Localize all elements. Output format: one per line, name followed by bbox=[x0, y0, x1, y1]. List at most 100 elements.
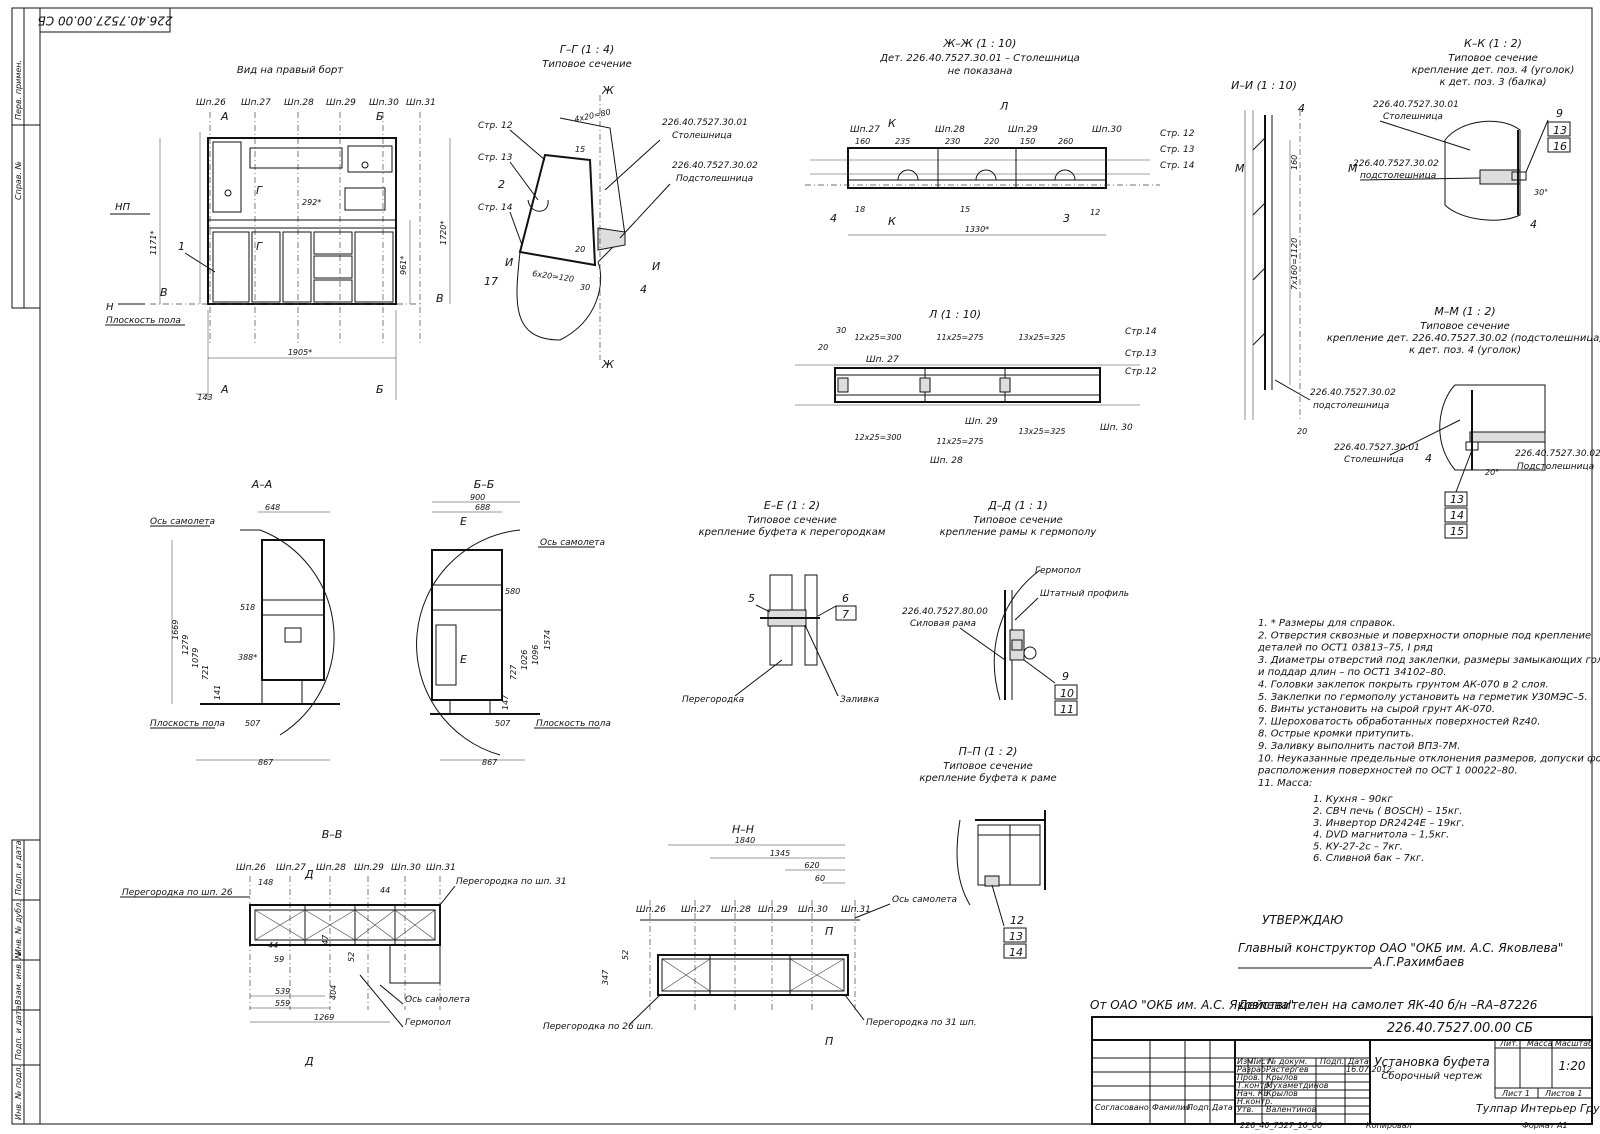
ee-title: Е–Е (1 : 2) bbox=[764, 499, 820, 512]
l-dim-11x25-top: 11х25=275 bbox=[936, 333, 983, 342]
zhzh-label-k-bot: К bbox=[888, 215, 897, 228]
mm-label-undertop: Подстолешница bbox=[1517, 462, 1594, 472]
side-stamp-2: Справ. № bbox=[14, 161, 23, 200]
rb-dim-1720: 1720* bbox=[439, 221, 448, 245]
rb-label-a-top: А bbox=[220, 110, 229, 123]
aa-dim-388: 388* bbox=[238, 653, 257, 662]
l-dim-12x25-top: 12х25=300 bbox=[854, 333, 901, 342]
note-line-4: и поддар длин – по ОСТ1 34102–80. bbox=[1258, 667, 1447, 678]
gg-label-tabletop: Столешница bbox=[672, 131, 732, 141]
aa-dim-507: 507 bbox=[245, 719, 261, 728]
gg-dim-20: 20 bbox=[575, 245, 585, 254]
view-pp: П–П (1 : 2) Типовое сечение крепление бу… bbox=[919, 745, 1056, 959]
bb-dim-580: 580 bbox=[505, 587, 520, 596]
nn-dim-620: 620 bbox=[804, 861, 819, 870]
zhzh-frame-27: Шп.27 bbox=[850, 125, 880, 135]
gg-label-4: 4 bbox=[640, 283, 647, 296]
nn-frame-2: Шп.28 bbox=[721, 905, 751, 915]
kk-title: К–К (1 : 2) bbox=[1464, 37, 1522, 50]
aa-dim-141: 141 bbox=[213, 685, 222, 700]
kk-dim-30deg: 30° bbox=[1534, 188, 1548, 197]
tb-sign: Подп. bbox=[1187, 1103, 1211, 1112]
rb-label-1: 1 bbox=[178, 240, 185, 253]
kk-label-part-01: 226.40.7527.30.01 bbox=[1373, 100, 1459, 110]
vv-label-part31: Перегородка по шп. 31 bbox=[456, 877, 567, 887]
dd-label-profile: Штатный профиль bbox=[1040, 589, 1129, 599]
zhzh-subtitle2: не показана bbox=[948, 66, 1013, 77]
rb-label-a-bot: А bbox=[220, 383, 229, 396]
bb-dim-727: 727 bbox=[509, 664, 518, 680]
vv-label-d-top: Д bbox=[304, 868, 314, 881]
l-frame-30: Шп. 30 bbox=[1100, 423, 1133, 433]
tb-footer-mid: Копировал bbox=[1366, 1121, 1412, 1130]
mm-title: М–М (1 : 2) bbox=[1434, 305, 1495, 318]
ii-label-part: 226.40.7527.30.02 bbox=[1310, 388, 1396, 398]
tb-rh-list: Лист bbox=[1249, 1057, 1271, 1066]
gg-title: Г–Г (1 : 4) bbox=[560, 43, 615, 56]
nn-dim-52: 52 bbox=[621, 950, 630, 960]
vv-label-hermo: Гермопол bbox=[405, 1018, 451, 1028]
zhzh-dim-12: 12 bbox=[1090, 208, 1100, 217]
rb-dim-143: 143 bbox=[197, 393, 212, 402]
approval-heading: УТВЕРЖДАЮ bbox=[1262, 913, 1343, 927]
gg-label-part-01: 226.40.7527.30.01 bbox=[662, 118, 748, 128]
note-line-8: 7. Шероховатость обработанных поверхност… bbox=[1258, 715, 1540, 727]
kk-label-16: 16 bbox=[1553, 140, 1567, 153]
rb-dim-1171: 1171* bbox=[149, 231, 158, 255]
note-line-13: 11. Масса: bbox=[1258, 778, 1312, 789]
zhzh-label-str12: Стр. 12 bbox=[1160, 129, 1195, 139]
tb-person-2: Крылов bbox=[1266, 1073, 1298, 1082]
note-line-9: 8. Острые кромки притупить. bbox=[1258, 729, 1414, 740]
zhzh-frame-29: Шп.29 bbox=[1008, 125, 1038, 135]
nn-title: Н–Н bbox=[732, 823, 754, 836]
note-line-7: 6. Винты установить на сырой грунт АК-07… bbox=[1258, 704, 1495, 715]
note-line-3: 3. Диаметры отверстий под заклепки, разм… bbox=[1258, 655, 1600, 666]
view-mm: М–М (1 : 2) Типовое сечение крепление де… bbox=[1327, 305, 1600, 539]
vv-frame-3: Шп.29 bbox=[354, 863, 384, 873]
rb-frame-2: Шп.28 bbox=[284, 98, 314, 108]
tb-rh-date: Дата bbox=[1347, 1057, 1369, 1066]
kk-subtitle: Типовое сечение bbox=[1448, 53, 1538, 64]
note-line-6: 5. Заклепки по гермополу установить на г… bbox=[1258, 692, 1588, 703]
nn-dim-1345: 1345 bbox=[770, 849, 790, 858]
pp-subtitle: Типовое сечение bbox=[943, 761, 1033, 772]
tb-doc-type: Сборочный чертеж bbox=[1381, 1070, 1482, 1082]
side-stamp-6: Подп. и дата bbox=[14, 1005, 23, 1060]
rb-frame-4: Шп.30 bbox=[369, 98, 399, 108]
rb-label-g-top: Г bbox=[256, 184, 263, 197]
nn-label-p-top: П bbox=[825, 925, 833, 938]
l-title: Л (1 : 10) bbox=[928, 308, 981, 321]
vv-dim-1269: 1269 bbox=[314, 1013, 334, 1022]
rb-label-g-bot: Г bbox=[256, 240, 263, 253]
aa-dim-867: 867 bbox=[258, 758, 274, 767]
right-board-title: Вид на правый борт bbox=[237, 64, 344, 76]
bb-dim-507: 507 bbox=[495, 719, 511, 728]
mass-line-3: 4. DVD магнитола – 1,5кг. bbox=[1313, 830, 1449, 841]
tb-scale: 1:20 bbox=[1559, 1059, 1586, 1073]
validity-left: От ОАО "ОКБ им. А.С. Яковлева" bbox=[1090, 998, 1294, 1012]
tb-role-4: Нач. КБ bbox=[1237, 1089, 1269, 1098]
ii-title: И–И (1 : 10) bbox=[1231, 79, 1297, 92]
gg-subtitle: Типовое сечение bbox=[542, 59, 632, 70]
vv-frame-2: Шп.28 bbox=[316, 863, 346, 873]
zhzh-label-k-top: К bbox=[888, 117, 897, 130]
tb-rh-sign: Подп. bbox=[1320, 1057, 1344, 1066]
kk-label-13: 13 bbox=[1553, 124, 1567, 137]
tb-doc-code: 226.40.7527.00.00 СБ bbox=[1387, 1021, 1533, 1036]
bb-label-e-top: Е bbox=[460, 515, 467, 528]
zhzh-dim-260: 260 bbox=[1058, 137, 1073, 146]
dd-label-10: 10 bbox=[1060, 687, 1074, 700]
rb-frame-5: Шп.31 bbox=[406, 98, 436, 108]
bb-label-e-bot: Е bbox=[460, 653, 467, 666]
nn-frame-3: Шп.29 bbox=[758, 905, 788, 915]
kk-label-4: 4 bbox=[1530, 218, 1537, 231]
bb-label-floor: Плоскость пола bbox=[536, 719, 611, 729]
aa-dim-1279: 1279 bbox=[181, 635, 190, 655]
vv-dim-52: 52 bbox=[347, 952, 356, 962]
zhzh-frame-30: Шп.30 bbox=[1092, 125, 1122, 135]
dd-label-hermo: Гермопол bbox=[1035, 566, 1081, 576]
mm-label-tabletop: Столешница bbox=[1344, 455, 1404, 465]
tb-role-5: Н.контр. bbox=[1237, 1097, 1273, 1106]
